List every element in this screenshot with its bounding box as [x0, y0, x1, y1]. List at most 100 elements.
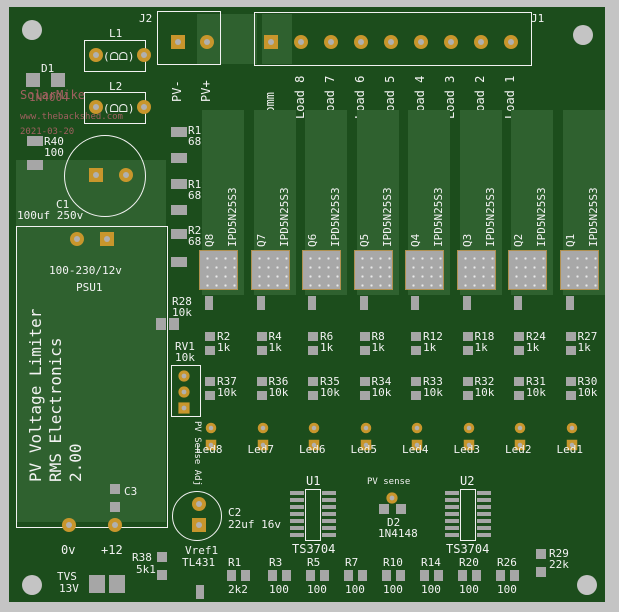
mosfet-ref: Q1: [563, 233, 577, 247]
led-pad-2: [566, 439, 577, 451]
led-ref: Led2: [505, 443, 532, 456]
psu1-pad-ac1: [70, 232, 84, 246]
psu1-outline: [16, 226, 168, 528]
r-led-value: 10k: [268, 386, 289, 399]
mosfet-gate-pad: [205, 296, 213, 310]
ic-pin: [477, 491, 491, 495]
mounting-hole-bottom-left: [22, 575, 42, 595]
mosfet-gate-pad: [411, 296, 419, 310]
mosfet-part: IPD5N25S3: [380, 187, 394, 247]
pour-psu: [16, 160, 166, 522]
led-pad-2: [411, 439, 423, 451]
r15-pad-1: [171, 127, 187, 137]
rv1-pad-2[interactable]: [178, 386, 190, 398]
j1-pin-6[interactable]: [354, 35, 368, 49]
led-pad-1: [514, 422, 526, 434]
r-led-ref: R36: [268, 375, 289, 388]
r23-value: 68k: [188, 235, 208, 248]
r-led-value: 10k: [371, 386, 392, 399]
r23-pad-2: [171, 257, 187, 267]
mosfet-part: IPD5N25S3: [586, 187, 600, 247]
j1-pin-3[interactable]: [444, 35, 458, 49]
mosfet-tab-pad: [405, 250, 444, 290]
r38-ref: R38: [132, 551, 152, 564]
bottom-resistor-value: 100: [345, 583, 365, 596]
ic-pin: [477, 526, 491, 530]
title-line-2: RMS Electronics: [46, 337, 65, 483]
j1-pin-comm[interactable]: [264, 35, 278, 49]
j2-pin-pv-plus[interactable]: [200, 35, 214, 49]
c3-pad-1: [110, 484, 120, 494]
bottom-resistor-value: 100: [269, 583, 289, 596]
mosfet-part: IPD5N25S3: [432, 187, 445, 247]
r-led-pad-2: [308, 391, 318, 400]
ic-pin: [445, 519, 459, 523]
led-pad-2: [257, 439, 268, 451]
bottom-resistor-ref: R1: [228, 556, 242, 569]
led-pad-1: [257, 422, 268, 434]
bottom-resistor-ref: R14: [421, 556, 441, 569]
rv1-value: 10k: [175, 351, 195, 364]
mosfet-ref: Q8: [203, 233, 216, 247]
r-led-pad-2: [359, 391, 370, 400]
psu1-pad-ac2: [100, 232, 114, 246]
rv1-outline: [171, 365, 201, 417]
ic-pin: [477, 505, 491, 509]
ic-pin: [445, 512, 459, 516]
ic-pin: [445, 526, 459, 530]
r-gate-ref: R24: [526, 330, 546, 343]
r28-pad-1: [156, 318, 166, 330]
r-led-ref: R31: [526, 375, 546, 388]
mosfet-part: IPD5N25S3: [277, 187, 291, 247]
r28-ref: R28: [172, 295, 192, 308]
r-led-value: 10k: [423, 386, 443, 399]
ic-pin: [290, 498, 304, 502]
bottom-resistor-value: 100: [497, 583, 517, 596]
r-led-ref: R33: [423, 375, 443, 388]
mosfet-gate-pad: [308, 296, 316, 310]
bottom-resistor-ref: R26: [497, 556, 517, 569]
psu1-pad-12v: [108, 518, 122, 532]
ic-pin: [290, 505, 304, 509]
bottom-resistor-ref: R5: [307, 556, 321, 569]
led-ref: Led8: [196, 443, 223, 456]
bottom-resistor-pad-2: [434, 570, 443, 581]
r-gate-value: 1k: [320, 341, 334, 354]
c2-value: 22uf 16v: [228, 518, 281, 531]
j1-pin-1[interactable]: [504, 35, 518, 49]
r-led-pad-1: [462, 377, 473, 386]
bottom-resistor-pad-2: [282, 570, 291, 581]
r-gate-pad-2: [205, 346, 215, 355]
l1-pad-1: [89, 48, 103, 62]
r19-pad-1: [171, 179, 187, 189]
r-gate-pad-1: [359, 332, 370, 341]
r-gate-value: 1k: [217, 341, 231, 354]
c2-pad-plus: [192, 518, 206, 532]
ic-pin: [290, 491, 304, 495]
l1-ref: L1: [109, 27, 123, 40]
mounting-hole-bottom-right: [577, 575, 597, 595]
pv-sense-test-point[interactable]: [386, 492, 398, 504]
j1-pin-4[interactable]: [414, 35, 428, 49]
u2-value: TS3704: [446, 542, 490, 556]
j1-pin-8[interactable]: [294, 35, 308, 49]
rv1-pad-1[interactable]: [178, 370, 190, 382]
j2-pin-pv-minus[interactable]: [171, 35, 185, 49]
j1-pin-7[interactable]: [324, 35, 338, 49]
ic-pin: [290, 526, 304, 530]
r28-value: 10k: [172, 306, 192, 319]
r-gate-pad-2: [256, 346, 267, 355]
mosfet-tab-pad: [508, 250, 547, 290]
rv1-pad-3[interactable]: [178, 402, 190, 414]
r19-pad-2: [171, 205, 187, 215]
c1-pad-plus: [89, 168, 103, 182]
bottom-resistor-ref: R3: [269, 556, 283, 569]
r-gate-value: 1k: [268, 341, 282, 354]
c1-value: 100uf 250v: [17, 209, 84, 222]
j1-pin-5[interactable]: [384, 35, 398, 49]
r-gate-value: 1k: [474, 341, 488, 354]
r15-pad-2: [171, 153, 187, 163]
l2-coil-icon: (ᗝᗝ): [103, 102, 135, 115]
c2-pad-minus: [192, 497, 206, 511]
j1-pin-2[interactable]: [474, 35, 488, 49]
